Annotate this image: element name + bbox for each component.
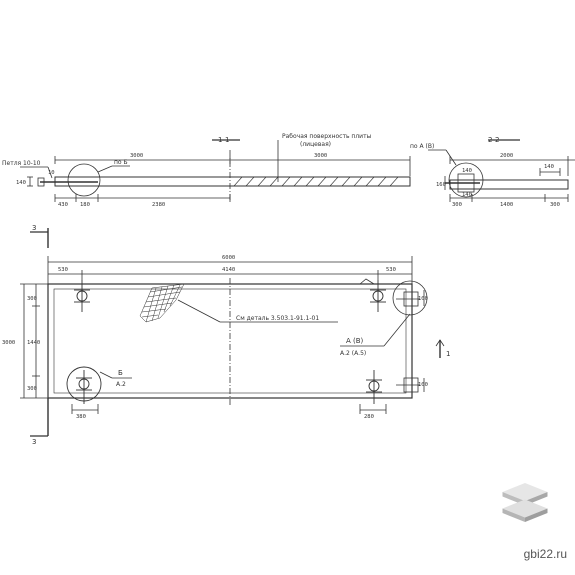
dim-1-1-b2: 180 bbox=[80, 202, 90, 208]
site-watermark: gbi22.ru bbox=[523, 547, 567, 561]
section-1-1 bbox=[20, 139, 411, 202]
loop-detail-circle bbox=[67, 163, 101, 197]
dim-plan-bottom-left: 380 bbox=[76, 414, 86, 420]
dim-1-1-top-right: 3000 bbox=[314, 153, 327, 159]
dim-2-2-in3: 140 bbox=[544, 164, 554, 170]
lifting-loop-top-right bbox=[370, 280, 386, 312]
dim-1-1-b1: 430 bbox=[58, 202, 68, 208]
plan-view bbox=[20, 228, 445, 437]
lifting-loop-top-left bbox=[74, 280, 90, 312]
embedded-plate-right-bottom bbox=[396, 377, 420, 393]
dim-2-2-in1: 140 bbox=[462, 168, 472, 174]
ref-b-label: по Б bbox=[114, 159, 128, 166]
dim-2-2-top: 2000 bbox=[500, 153, 513, 159]
dim-plan-right: 530 bbox=[386, 267, 396, 273]
dim-plan-left: 530 bbox=[58, 267, 68, 273]
dim-2-2-height: 160 bbox=[436, 182, 446, 188]
plan-right-mark: 1 bbox=[446, 350, 450, 358]
section-2-detail-circle bbox=[448, 162, 484, 198]
dim-plan-h2: 1440 bbox=[27, 340, 40, 346]
dim-plan-right-top: 100 bbox=[418, 296, 428, 302]
loop-label: Петля 10-10 bbox=[2, 160, 41, 167]
dim-2-2-b3: 300 bbox=[550, 202, 560, 208]
dim-2-2-in2: 140 bbox=[462, 192, 472, 198]
dim-plan-bottom-right: 280 bbox=[364, 414, 374, 420]
plan-section-mark-bottom: 3 bbox=[32, 438, 36, 446]
dim-1-1-height-right: 10 bbox=[48, 170, 55, 176]
embedded-plate-right-top bbox=[392, 280, 428, 316]
dim-plan-mid: 4140 bbox=[222, 267, 235, 273]
dim-plan-h-total: 3000 bbox=[2, 340, 15, 346]
callout-b-sub: А.2 bbox=[116, 381, 126, 388]
plan-section-mark-top: 3 bbox=[32, 224, 36, 232]
dim-1-1-height-left: 140 bbox=[16, 180, 26, 186]
callout-a: А (В) bbox=[346, 337, 364, 345]
lifting-loop-bottom-right bbox=[366, 370, 382, 404]
stacked-slabs-icon bbox=[502, 483, 548, 522]
ref-a-label: по А (В) bbox=[410, 143, 434, 150]
dim-plan-right-bottom: 100 bbox=[418, 382, 428, 388]
lifting-loop-bottom-left bbox=[66, 366, 102, 404]
surface-note: Рабочая поверхность плиты bbox=[282, 133, 372, 140]
section-2-2 bbox=[428, 139, 575, 202]
dim-plan-h3: 300 bbox=[27, 386, 37, 392]
callout-b: Б bbox=[118, 369, 123, 377]
dim-plan-total: 6000 bbox=[222, 255, 235, 261]
dim-1-1-top-left: 3000 bbox=[130, 153, 143, 159]
dim-2-2-b2: 1400 bbox=[500, 202, 513, 208]
section-1-1-mark: 1-1 bbox=[218, 136, 229, 144]
mesh-hatching bbox=[139, 283, 185, 323]
surface-note-sub: (лицевая) bbox=[300, 141, 331, 148]
dim-2-2-b1: 300 bbox=[452, 202, 462, 208]
dim-1-1-b3: 2380 bbox=[152, 202, 165, 208]
slab-section-2-body bbox=[449, 179, 569, 190]
face-hatching bbox=[233, 176, 399, 187]
detail-ref-note: См деталь 3.503.1-91.1-01 bbox=[236, 315, 319, 322]
dim-plan-h1: 300 bbox=[27, 296, 37, 302]
callout-a-sub: А.2 (А.5) bbox=[340, 350, 366, 357]
section-2-2-mark: 2-2 bbox=[488, 136, 499, 144]
slab-section-body bbox=[54, 176, 411, 187]
